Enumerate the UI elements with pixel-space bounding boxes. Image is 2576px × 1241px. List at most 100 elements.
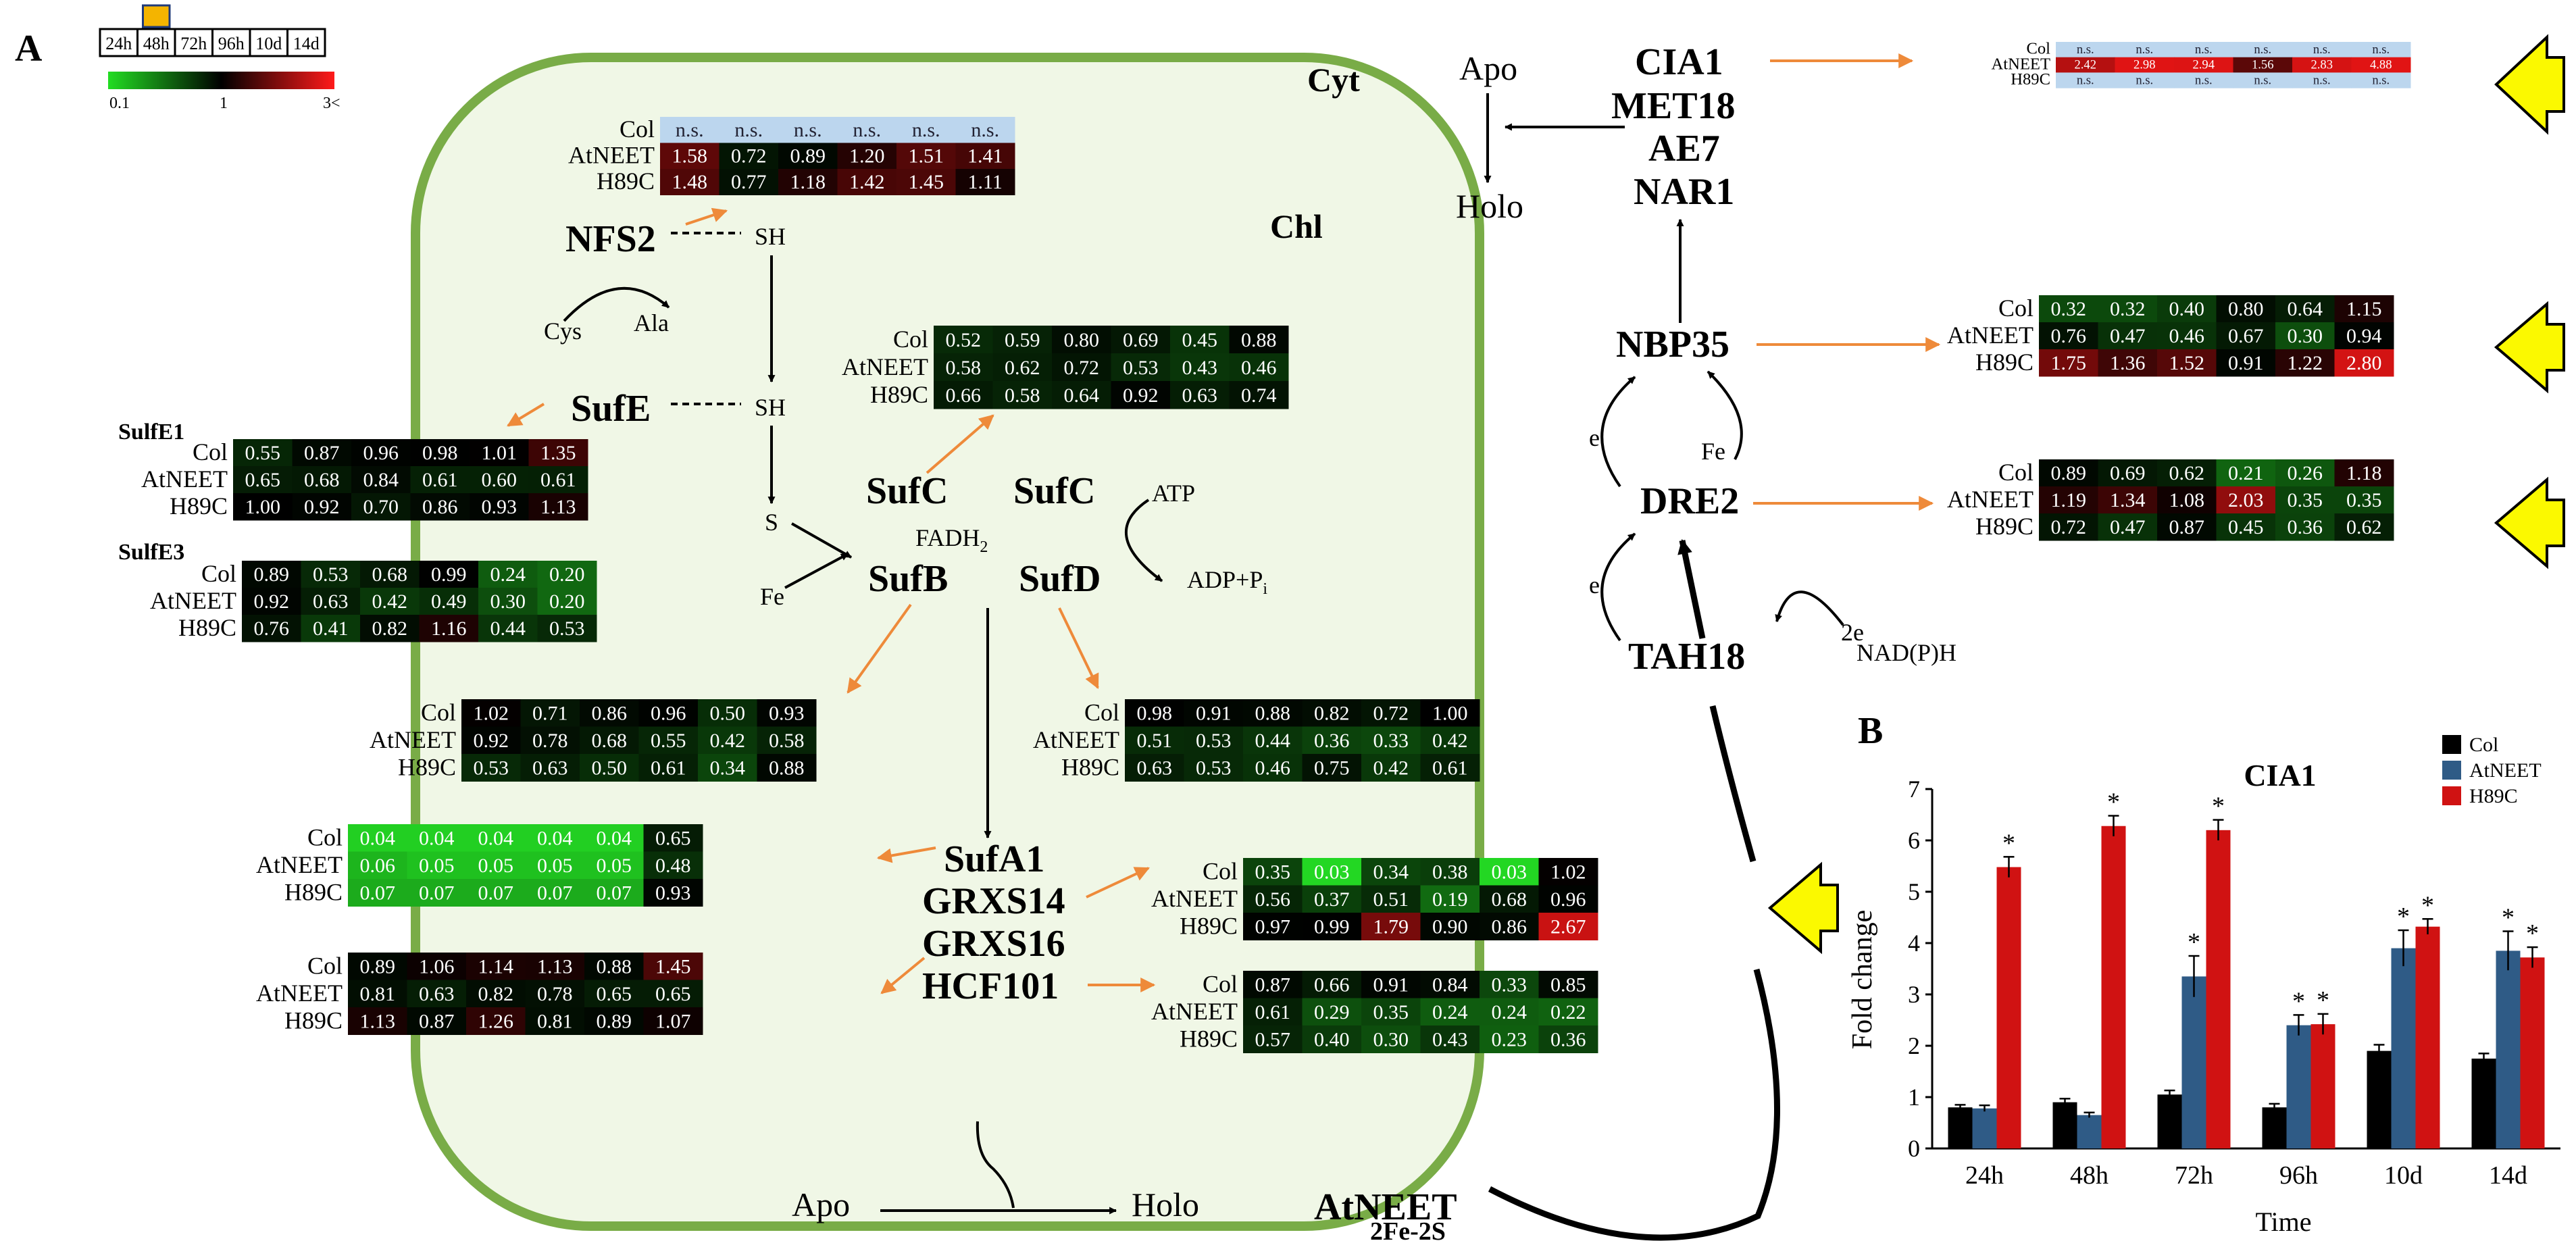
bar-h89c — [2415, 926, 2440, 1148]
heatmap-cell-value: 0.03 — [1314, 861, 1350, 883]
heatmap-cell — [1480, 913, 1539, 940]
y-tick-label: 6 — [1908, 827, 1920, 854]
heatmap-cell — [719, 117, 779, 143]
heatmap-cell — [2275, 322, 2335, 350]
label-sh-2: SH — [755, 394, 786, 421]
protein-sufc-2: SufC — [1013, 470, 1095, 512]
heatmap-cell — [1229, 353, 1289, 382]
heatmap-cell-value: 0.07 — [478, 882, 514, 904]
heatmap-cell — [466, 879, 526, 907]
heatmap-row-label: H89C — [284, 1007, 343, 1034]
heatmap-cell — [2216, 513, 2276, 541]
e-arrow-1 — [1600, 376, 1636, 488]
heatmap-cell — [1538, 998, 1598, 1026]
heatmap-cell-value: 1.11 — [968, 171, 1003, 193]
label-fe-2: Fe — [1701, 438, 1725, 465]
x-axis-label: Time — [2255, 1207, 2311, 1237]
protein-sufa1: SufA1 — [944, 838, 1044, 880]
heatmap-cell — [1361, 885, 1421, 913]
heatmap-cell-value: 0.74 — [1241, 384, 1277, 407]
heatmap-cell-value: 1.00 — [1432, 702, 1468, 724]
bar-col — [2157, 1094, 2182, 1148]
heatmap-cell-value: 0.87 — [2169, 516, 2205, 538]
heatmap-cell — [896, 143, 956, 170]
heatmap-cell — [643, 824, 703, 852]
heatmap-cell — [1302, 913, 1362, 940]
heatmap-cell — [1243, 858, 1303, 886]
heatmap-row-label: Col — [421, 699, 456, 726]
nadph-arrow — [1775, 590, 1844, 626]
heatmap-cell-value: 0.43 — [1432, 1028, 1468, 1050]
legend-swatch — [2442, 786, 2461, 805]
heatmap-cell — [1420, 726, 1480, 755]
heatmap-cell-value: 0.55 — [245, 442, 281, 464]
heatmap-cell-value: 0.30 — [1373, 1028, 1409, 1050]
heatmap-cell — [1480, 971, 1539, 998]
heatmap-cell — [1420, 754, 1480, 782]
heatmap-cell-value: 0.26 — [2288, 462, 2323, 484]
heatmap-cell-value: 0.89 — [360, 955, 396, 978]
heatmap-cell-value: 1.75 — [2051, 352, 2087, 374]
orange-sufc — [926, 414, 994, 474]
heatmap-row-label: AtNEET — [150, 587, 236, 614]
heatmap-cell — [520, 699, 580, 727]
heatmap-cell — [410, 439, 470, 467]
heatmap-cell — [719, 169, 779, 195]
heatmap-row-label: AtNEET — [256, 851, 343, 878]
color-scale: 0.1 1 3< — [108, 72, 340, 112]
heatmap-cell-value: 0.88 — [1255, 702, 1291, 724]
cys-ala-arrow — [563, 287, 670, 322]
bar-col — [1948, 1107, 1973, 1148]
timeline-marker — [142, 4, 171, 28]
heatmap-cell-value: 0.99 — [431, 563, 467, 586]
heatmap-cell-value: 0.58 — [1005, 384, 1040, 407]
heatmap-cell-value: 0.72 — [2051, 516, 2087, 538]
heatmap-row-label: Col — [201, 560, 236, 587]
heatmap-cell-value: 0.42 — [1373, 757, 1409, 779]
heatmap-cell-value: 1.45 — [909, 171, 944, 193]
heatmap-cell-value: 0.87 — [1255, 973, 1291, 996]
heatmap-cell — [351, 493, 411, 521]
heatmap-row-label: Col — [307, 953, 343, 980]
heatmap-cell-value: 1.18 — [790, 171, 826, 193]
heatmap-cell-value: 0.86 — [592, 702, 628, 724]
heatmap-cell-value: 0.34 — [1373, 861, 1409, 883]
heatmap-cell-value: 0.72 — [1064, 357, 1100, 379]
x-tick-label: 24h — [1965, 1161, 2004, 1190]
heatmap-cell-value: 0.45 — [2228, 516, 2264, 538]
heatmap-row-label: Col — [193, 438, 228, 465]
legend-swatch — [2442, 761, 2461, 780]
heatmap-cell — [233, 493, 293, 521]
heatmap-cell — [360, 588, 420, 615]
heatmap-cell — [407, 851, 467, 880]
heatmap-cell-value: 0.37 — [1314, 888, 1350, 911]
heatmap-cell — [466, 953, 526, 980]
heatmap-cell-value: 0.92 — [474, 730, 509, 752]
heatmap-cell-value: 2.80 — [2346, 352, 2382, 374]
bar-h89c — [2310, 1024, 2335, 1148]
atneet-2fe2s-curve — [1488, 968, 1780, 1241]
heatmap-cell-value: 0.63 — [419, 983, 455, 1005]
heatmap-cell — [2233, 72, 2293, 88]
heatmap-cell — [1302, 885, 1362, 913]
label-ala: Ala — [634, 309, 669, 336]
heatmap-cell-value: 0.87 — [304, 442, 340, 464]
heatmap-cell — [757, 699, 817, 727]
heatmap-cell — [233, 439, 293, 467]
heatmap-cell-value: 0.35 — [1255, 861, 1291, 883]
heatmap-cell — [525, 980, 585, 1008]
heatmap-cell — [2216, 349, 2276, 377]
heatmap-cell — [466, 980, 526, 1008]
heatmap-row-label: Col — [1998, 295, 2034, 322]
bar-atneet — [2077, 1115, 2102, 1148]
heatmap-cell — [580, 754, 639, 782]
heatmap-cell — [837, 169, 897, 195]
heatmap-cell-value: 0.82 — [1314, 702, 1350, 724]
heatmap-cell-value: 0.04 — [419, 827, 455, 849]
heatmap-cell-value: 0.53 — [313, 563, 349, 586]
heatmap-cell-value: 0.04 — [597, 827, 632, 849]
heatmap-cell-value: 0.61 — [651, 757, 686, 779]
